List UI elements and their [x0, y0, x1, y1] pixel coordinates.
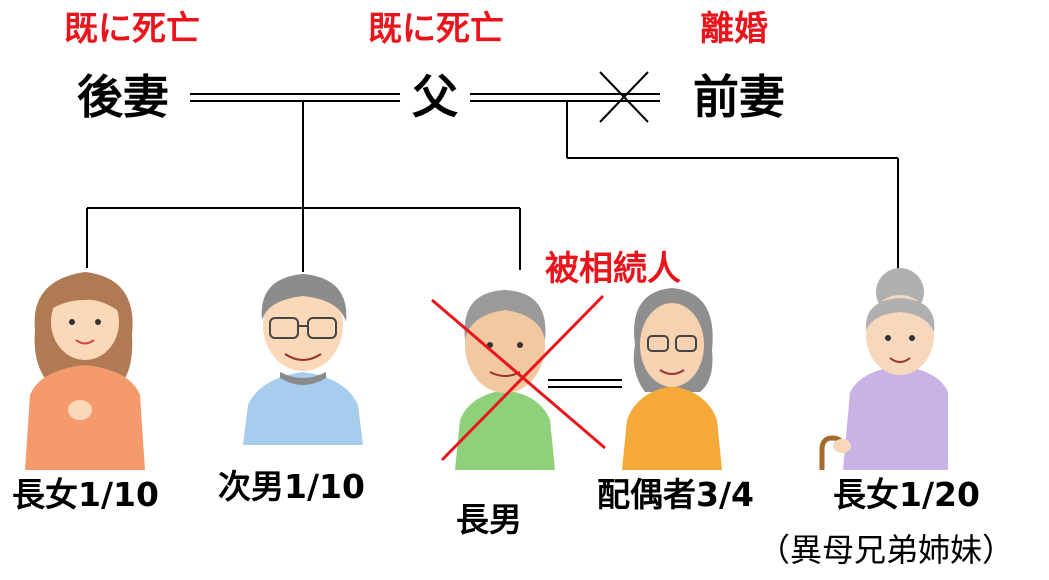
person-label-spouse: 配偶者3/4	[597, 475, 754, 514]
elderly-woman-glasses-icon	[622, 288, 722, 470]
marriage-line-first-wife	[470, 93, 660, 102]
deceased-man-icon	[455, 290, 555, 470]
deceased-cross-icon	[431, 294, 606, 462]
father-label: 父	[412, 70, 458, 124]
first-wife-label: 前妻	[693, 70, 785, 124]
marriage-line-second-wife	[190, 93, 400, 102]
man-glasses-icon	[243, 274, 363, 445]
second-wife-status: 既に死亡	[64, 9, 200, 49]
marriage-line-eldest-son	[548, 379, 622, 388]
woman-icon	[25, 272, 145, 470]
person-label-eldest-son: 長男	[456, 500, 522, 539]
deceased-label: 被相続人	[545, 249, 681, 289]
person-label-half-sister: 長女1/20	[833, 475, 980, 514]
elderly-woman-cane-icon	[819, 268, 948, 470]
children-branch-second-wife	[86, 101, 521, 272]
second-wife-label: 後妻	[77, 70, 169, 124]
father-status: 既に死亡	[368, 9, 504, 49]
first-wife-status: 離婚	[700, 9, 768, 49]
half-sibling-note: （異母兄弟姉妹）	[758, 531, 1015, 569]
children-branch-first-wife	[566, 101, 899, 280]
divorce-x-icon	[599, 71, 649, 123]
person-label-second-son: 次男1/10	[218, 467, 365, 506]
person-label-eldest-daughter: 長女1/10	[12, 475, 159, 514]
